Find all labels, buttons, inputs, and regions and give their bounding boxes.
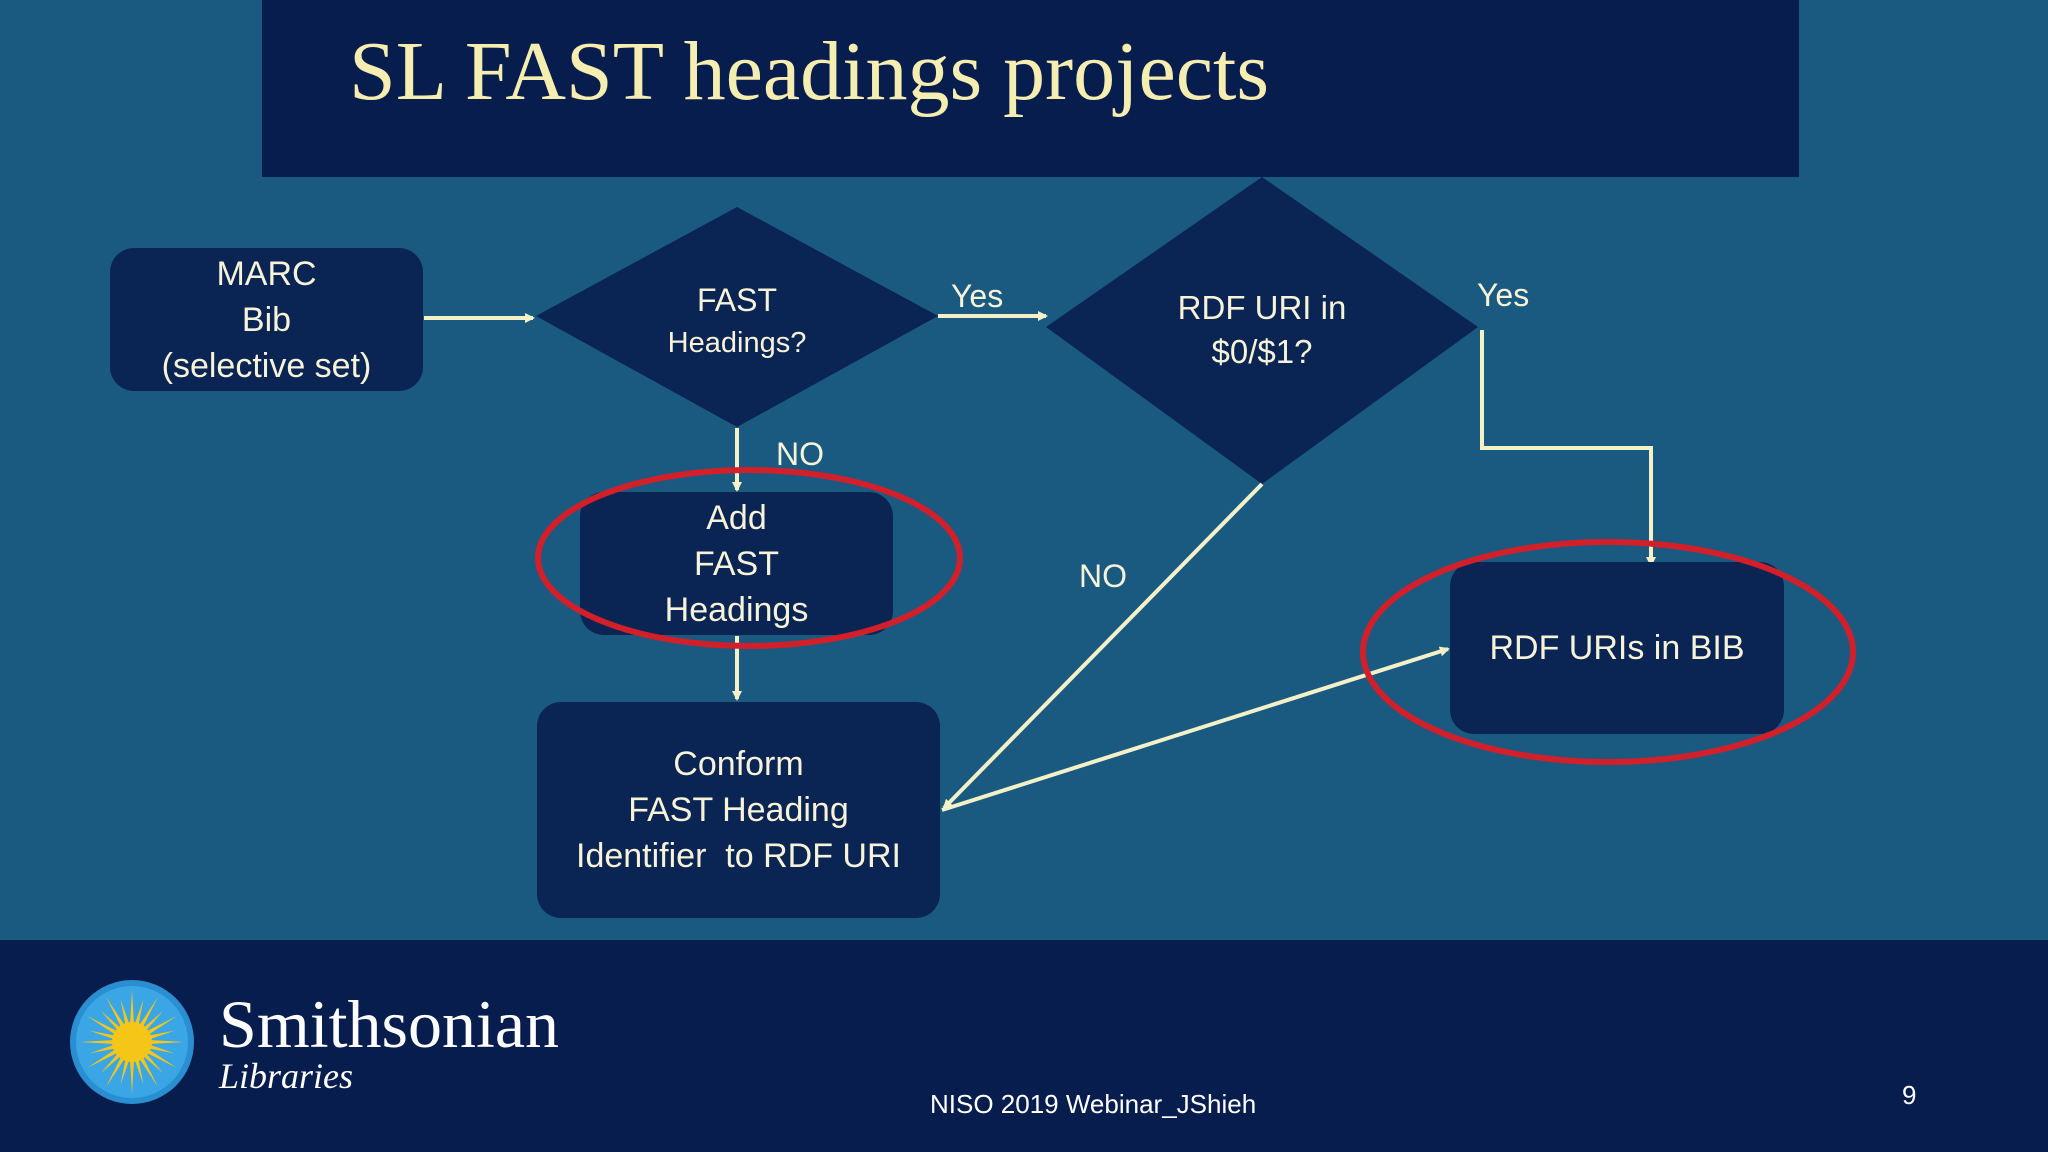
sun-ray xyxy=(148,1044,175,1054)
smithsonian-logo-sub: Libraries xyxy=(219,1056,354,1096)
add-fast-line: FAST xyxy=(693,544,780,583)
sun-ray xyxy=(89,1030,116,1040)
sun-ray xyxy=(120,1058,130,1085)
sun-ray xyxy=(106,1056,125,1087)
yes-label-rdf: Yes xyxy=(1477,277,1530,313)
marc-bib-line: (selective set) xyxy=(161,346,372,385)
add-fast-line: Add xyxy=(706,498,767,537)
rdf-uris-in-bib-box: RDF URIs in BIB xyxy=(1450,562,1784,734)
smithsonian-sun-icon xyxy=(70,980,194,1104)
smithsonian-logo-name: Smithsonian xyxy=(219,986,560,1062)
sun-ray xyxy=(106,997,125,1028)
marc-bib-line: MARC xyxy=(216,254,317,293)
footer-note: NISO 2019 Webinar_JShieh xyxy=(930,1089,1257,1119)
sun-ray xyxy=(143,1053,164,1074)
add-fast-line: Headings xyxy=(664,590,809,629)
connector-conform-to-bib xyxy=(941,646,1450,812)
sun-ray xyxy=(149,1040,184,1044)
sun-ray xyxy=(130,990,134,1025)
sun-ray xyxy=(89,1044,116,1054)
fast-decision-text: FAST Headings? xyxy=(607,278,867,364)
sun-ray xyxy=(146,1049,177,1068)
conform-box: Conform FAST Heading Identifier to RDF U… xyxy=(537,702,940,918)
footer-bar xyxy=(0,940,2048,1152)
marc-bib-line: Bib xyxy=(241,300,292,339)
sun-ray xyxy=(100,1010,121,1031)
conform-line: FAST Heading xyxy=(628,791,849,829)
fast-decision-line: FAST xyxy=(696,282,777,318)
rdf-uri-decision-diamond xyxy=(1046,177,1478,484)
yes-label-fast: Yes xyxy=(951,278,1004,314)
connector-rdf-yes-to-bib xyxy=(1480,330,1656,567)
sun-ray xyxy=(87,1049,118,1068)
sun-ray xyxy=(87,1016,118,1035)
sun-ray xyxy=(80,1040,115,1044)
title-bar xyxy=(262,0,1799,177)
conform-line: Identifier to RDF URI xyxy=(576,837,901,875)
sun-ray xyxy=(143,1010,164,1031)
conform-line: Conform xyxy=(673,745,804,783)
sun-ray xyxy=(100,1053,121,1074)
no-label-rdf: NO xyxy=(1079,558,1127,594)
fast-decision-line: Headings? xyxy=(667,327,807,359)
rdf-decision-text: RDF URI in $0/$1? xyxy=(1122,286,1402,374)
rdf-decision-line: $0/$1? xyxy=(1211,333,1313,370)
no-label-fast: NO xyxy=(776,436,824,472)
fast-headings-decision-diamond xyxy=(536,207,938,427)
rdf-decision-line: RDF URI in xyxy=(1177,289,1347,326)
connector-rdf-no-to-conform xyxy=(942,482,1264,810)
rdf-bib-label: RDF URIs in BIB xyxy=(1489,629,1745,667)
add-fast-headings-box: Add FAST Headings xyxy=(580,492,893,635)
sun-ray xyxy=(139,997,158,1028)
sun-ray xyxy=(146,1016,177,1035)
sun-ray xyxy=(134,1058,144,1085)
sun-ray xyxy=(134,999,144,1026)
slide-title: SL FAST headings projects xyxy=(349,25,1270,118)
sun-ray xyxy=(139,1056,158,1087)
sun-ray xyxy=(120,999,130,1026)
sun-ray xyxy=(148,1030,175,1040)
page-number: 9 xyxy=(1902,1080,1917,1110)
marc-bib-box: MARC Bib (selective set) xyxy=(110,248,423,391)
sun-ray xyxy=(130,1059,134,1094)
